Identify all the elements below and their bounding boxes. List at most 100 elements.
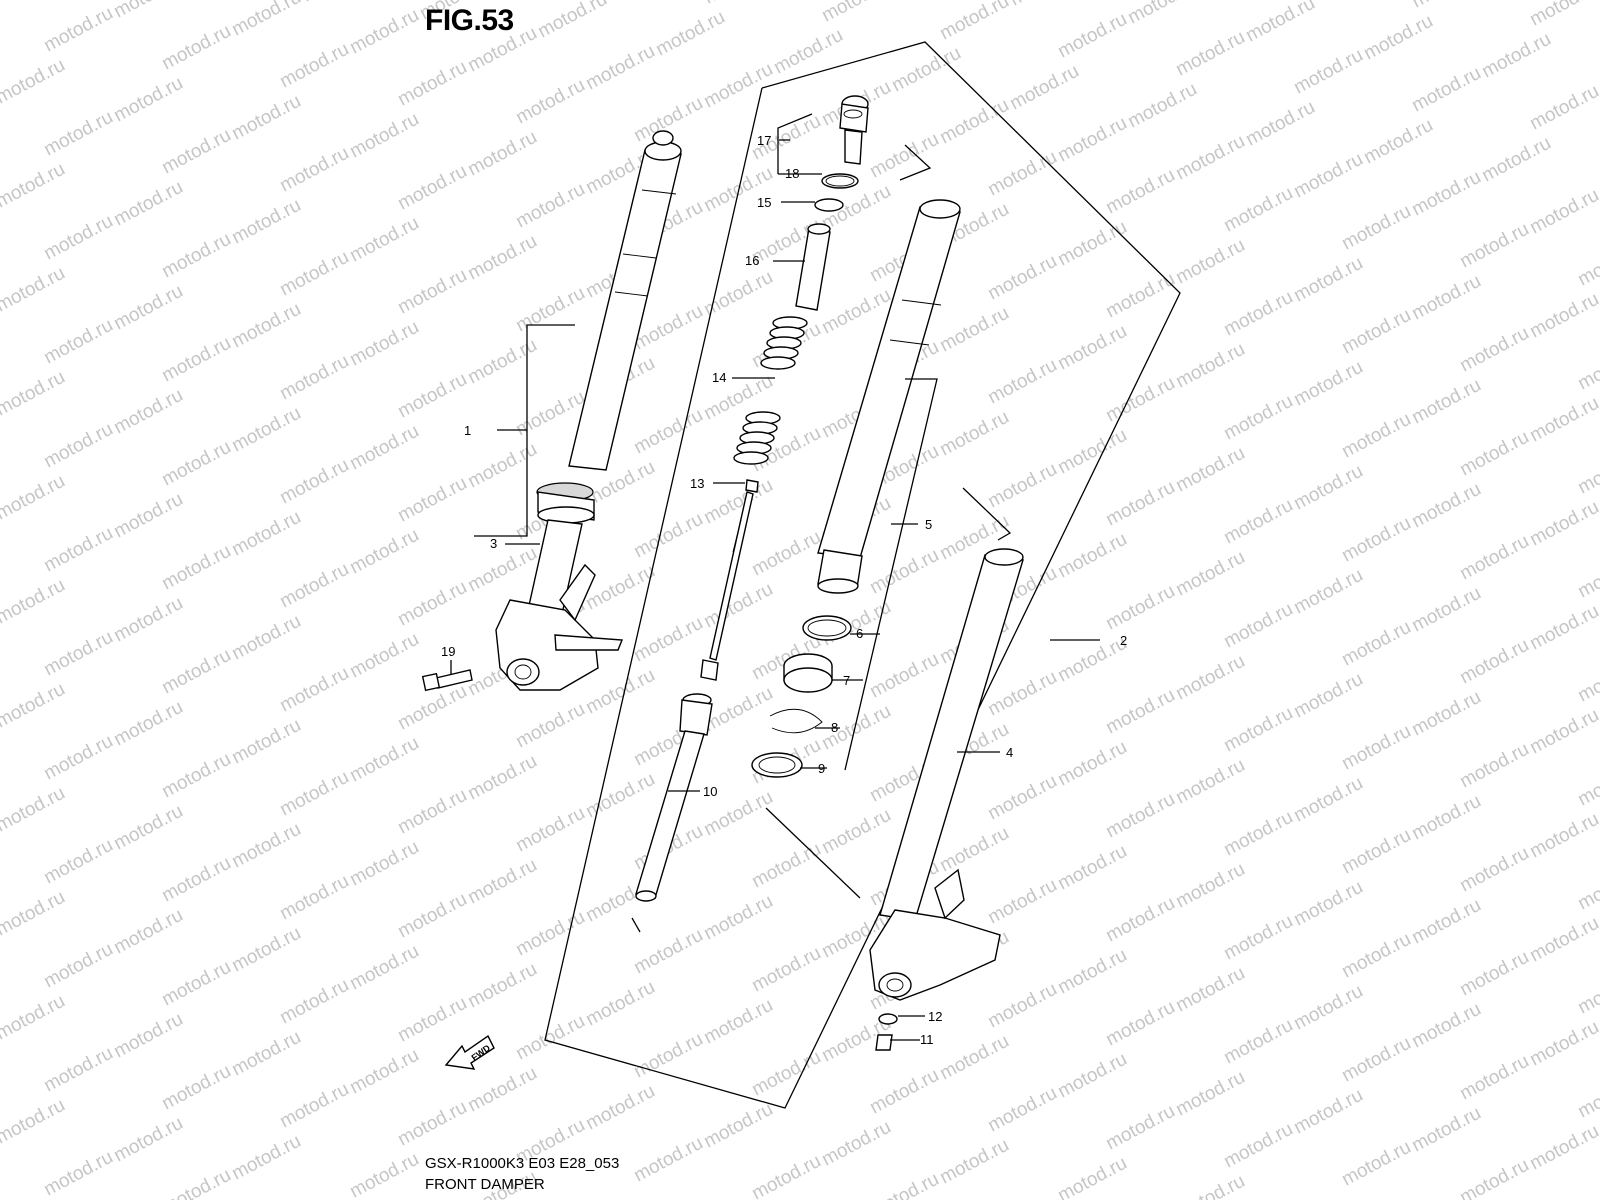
watermark-text: motod.ru	[394, 785, 470, 839]
watermark-text: motod.ru	[984, 147, 1060, 201]
watermark-text: motod.ru	[1574, 653, 1600, 707]
callouts: 1 2 3 4 5 6 7 8 9 10 11 12 13 14 15 16 1…	[441, 133, 1127, 1047]
watermark-text: motod.ru	[0, 367, 69, 421]
watermark-text: motod.ru	[394, 889, 470, 943]
leader-lines	[450, 113, 1100, 1041]
watermark-text: motod.ru	[346, 941, 422, 995]
watermark-text: motod.ru	[110, 489, 186, 543]
watermark-text: motod.ru	[1574, 341, 1600, 395]
watermark-text: motod.ru	[866, 129, 942, 183]
watermark-text: motod.ru	[158, 541, 234, 595]
watermark-text: motod.ru	[158, 229, 234, 283]
watermark-text: motod.ru	[1338, 201, 1414, 255]
watermark-text: motod.ru	[228, 195, 304, 249]
watermark-text: motod.ru	[346, 837, 422, 891]
forward-arrow-icon: FWD	[444, 1034, 495, 1070]
watermark-text: motod.ru	[1220, 183, 1296, 237]
watermark-text: motod.ru	[276, 767, 352, 821]
watermark-text: motod.ru	[1526, 1121, 1600, 1175]
watermark-text: motod.ru	[110, 1009, 186, 1063]
watermark-text: motod.ru	[228, 0, 304, 40]
watermark-text: motod.ru	[0, 0, 69, 4]
watermark-text: motod.ru	[228, 819, 304, 873]
watermark-text: motod.ru	[464, 231, 540, 285]
watermark-text: motod.ru	[1526, 0, 1600, 30]
watermark-text: motod.ru	[1220, 391, 1296, 445]
watermark-text: motod.ru	[1408, 167, 1484, 221]
watermark-text: motod.ru	[700, 0, 776, 8]
callout-19: 19	[441, 644, 455, 659]
watermark-text: motod.ru	[582, 977, 658, 1031]
watermark-text: motod.ru	[630, 509, 706, 563]
watermark-text: motod.ru	[1102, 581, 1178, 635]
watermark-text: motod.ru	[700, 1099, 776, 1153]
watermark-text: motod.ru	[394, 1097, 470, 1151]
watermark-text: motod.ru	[1290, 253, 1366, 307]
watermark-text: motod.ru	[1006, 61, 1082, 115]
watermark-text: motod.ru	[984, 251, 1060, 305]
watermark-text: motod.ru	[700, 995, 776, 1049]
callout-9: 9	[818, 761, 825, 776]
watermark-text: motod.ru	[276, 1079, 352, 1133]
watermark-text: motod.ru	[1220, 703, 1296, 757]
watermark-text: motod.ru	[228, 1027, 304, 1081]
watermark-text: motod.ru	[1574, 237, 1600, 291]
watermark-text: motod.ru	[0, 575, 69, 629]
watermark-text: motod.ru	[228, 923, 304, 977]
watermark-text: motod.ru	[1526, 497, 1600, 551]
watermark-text: motod.ru	[1102, 893, 1178, 947]
watermark-text: motod.ru	[276, 455, 352, 509]
watermark-text: motod.ru	[512, 179, 588, 233]
watermark-text: motod.ru	[936, 303, 1012, 357]
callout-3: 3	[490, 536, 497, 551]
watermark-text: motod.ru	[1574, 445, 1600, 499]
figure-name: FRONT DAMPER	[425, 1176, 545, 1193]
watermark-text: motod.ru	[936, 95, 1012, 149]
watermark-text: motod.ru	[1102, 685, 1178, 739]
watermark-text: motod.ru	[228, 1131, 304, 1185]
watermark-text: motod.ru	[1408, 375, 1484, 429]
watermark-text: motod.ru	[1456, 635, 1532, 689]
watermark-text: motod.ru	[936, 1135, 1012, 1189]
watermark-text: motod.ru	[1102, 997, 1178, 1051]
watermark-text: motod.ru	[1456, 427, 1532, 481]
watermark-text: motod.ru	[1102, 373, 1178, 427]
watermark-text: motod.ru	[276, 663, 352, 717]
watermark-text: motod.ru	[866, 1169, 942, 1200]
watermark-text: motod.ru	[818, 1117, 894, 1171]
watermark-text: motod.ru	[464, 855, 540, 909]
watermark-text: motod.ru	[40, 939, 116, 993]
watermark-text: motod.ru	[1478, 29, 1554, 83]
watermark-text: motod.ru	[1526, 705, 1600, 759]
watermark-text: motod.ru	[1360, 115, 1436, 169]
watermark-text: motod.ru	[866, 1065, 942, 1119]
watermark-text: motod.ru	[534, 0, 610, 42]
watermark-text: motod.ru	[40, 211, 116, 265]
watermark-text: motod.ru	[1290, 565, 1366, 619]
watermark-text: motod.ru	[40, 315, 116, 369]
watermark-text: motod.ru	[158, 1061, 234, 1115]
watermark-text: motod.ru	[1172, 27, 1248, 81]
watermark-text: motod.ru	[512, 75, 588, 129]
watermark-text: motod.ru	[276, 143, 352, 197]
watermark-text: motod.ru	[748, 1047, 824, 1101]
watermark-text: motod.ru	[1172, 755, 1248, 809]
watermark-text: motod.ru	[298, 0, 374, 6]
watermark-text: motod.ru	[1338, 929, 1414, 983]
watermark-text: motod.ru	[700, 59, 776, 113]
watermark-text: motod.ru	[984, 355, 1060, 409]
watermark-text: motod.ru	[1054, 1153, 1130, 1200]
watermark-text: motod.ru	[1408, 895, 1484, 949]
watermark-text: motod.ru	[1242, 0, 1318, 46]
watermark-text: motod.ru	[1054, 841, 1130, 895]
watermark-text: motod.ru	[748, 527, 824, 581]
watermark-text: motod.ru	[1054, 529, 1130, 583]
watermark-text: motod.ru	[1574, 1069, 1600, 1123]
watermark-text: motod.ru	[1456, 947, 1532, 1001]
watermark-text: motod.ru	[1574, 757, 1600, 811]
watermark-text: motod.ru	[1338, 721, 1414, 775]
watermark-text: motod.ru	[1526, 809, 1600, 863]
watermark-text: motod.ru	[1456, 1051, 1532, 1105]
watermark-text: motod.ru	[110, 1113, 186, 1167]
watermark-text: motod.ru	[0, 679, 69, 733]
